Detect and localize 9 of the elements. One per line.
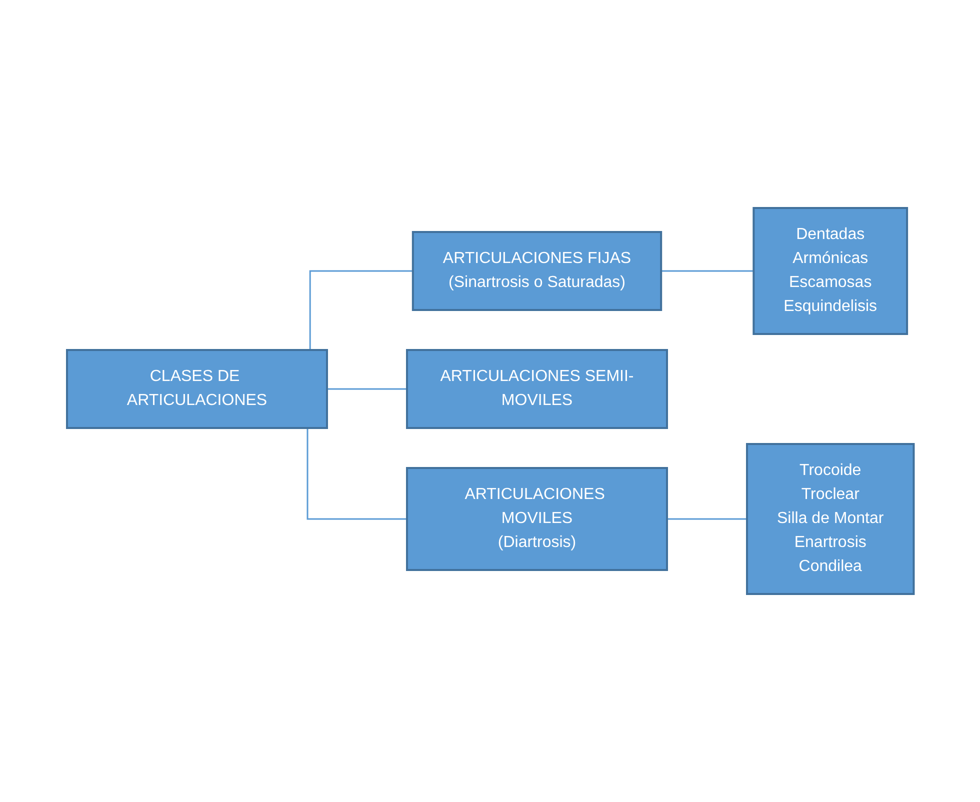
node-box: ARTICULACIONES FIJAS (Sinartrosis o Saturadas) [412,231,662,311]
connector [326,388,407,390]
connector [666,518,747,520]
node-box: Trocoide Troclear Silla de Montar Enartrosis Condilea [746,443,914,595]
connector [660,270,754,272]
node-box: Dentadas Armónicas Escamosas Esquindelisis [752,207,908,335]
node-box: ARTICULACIONES SEMII-MOVILES [406,349,668,429]
node-box: ARTICULACIONES MOVILES (Diartrosis) [406,467,668,571]
node-box: CLASES DE ARTICULACIONES [66,349,328,429]
